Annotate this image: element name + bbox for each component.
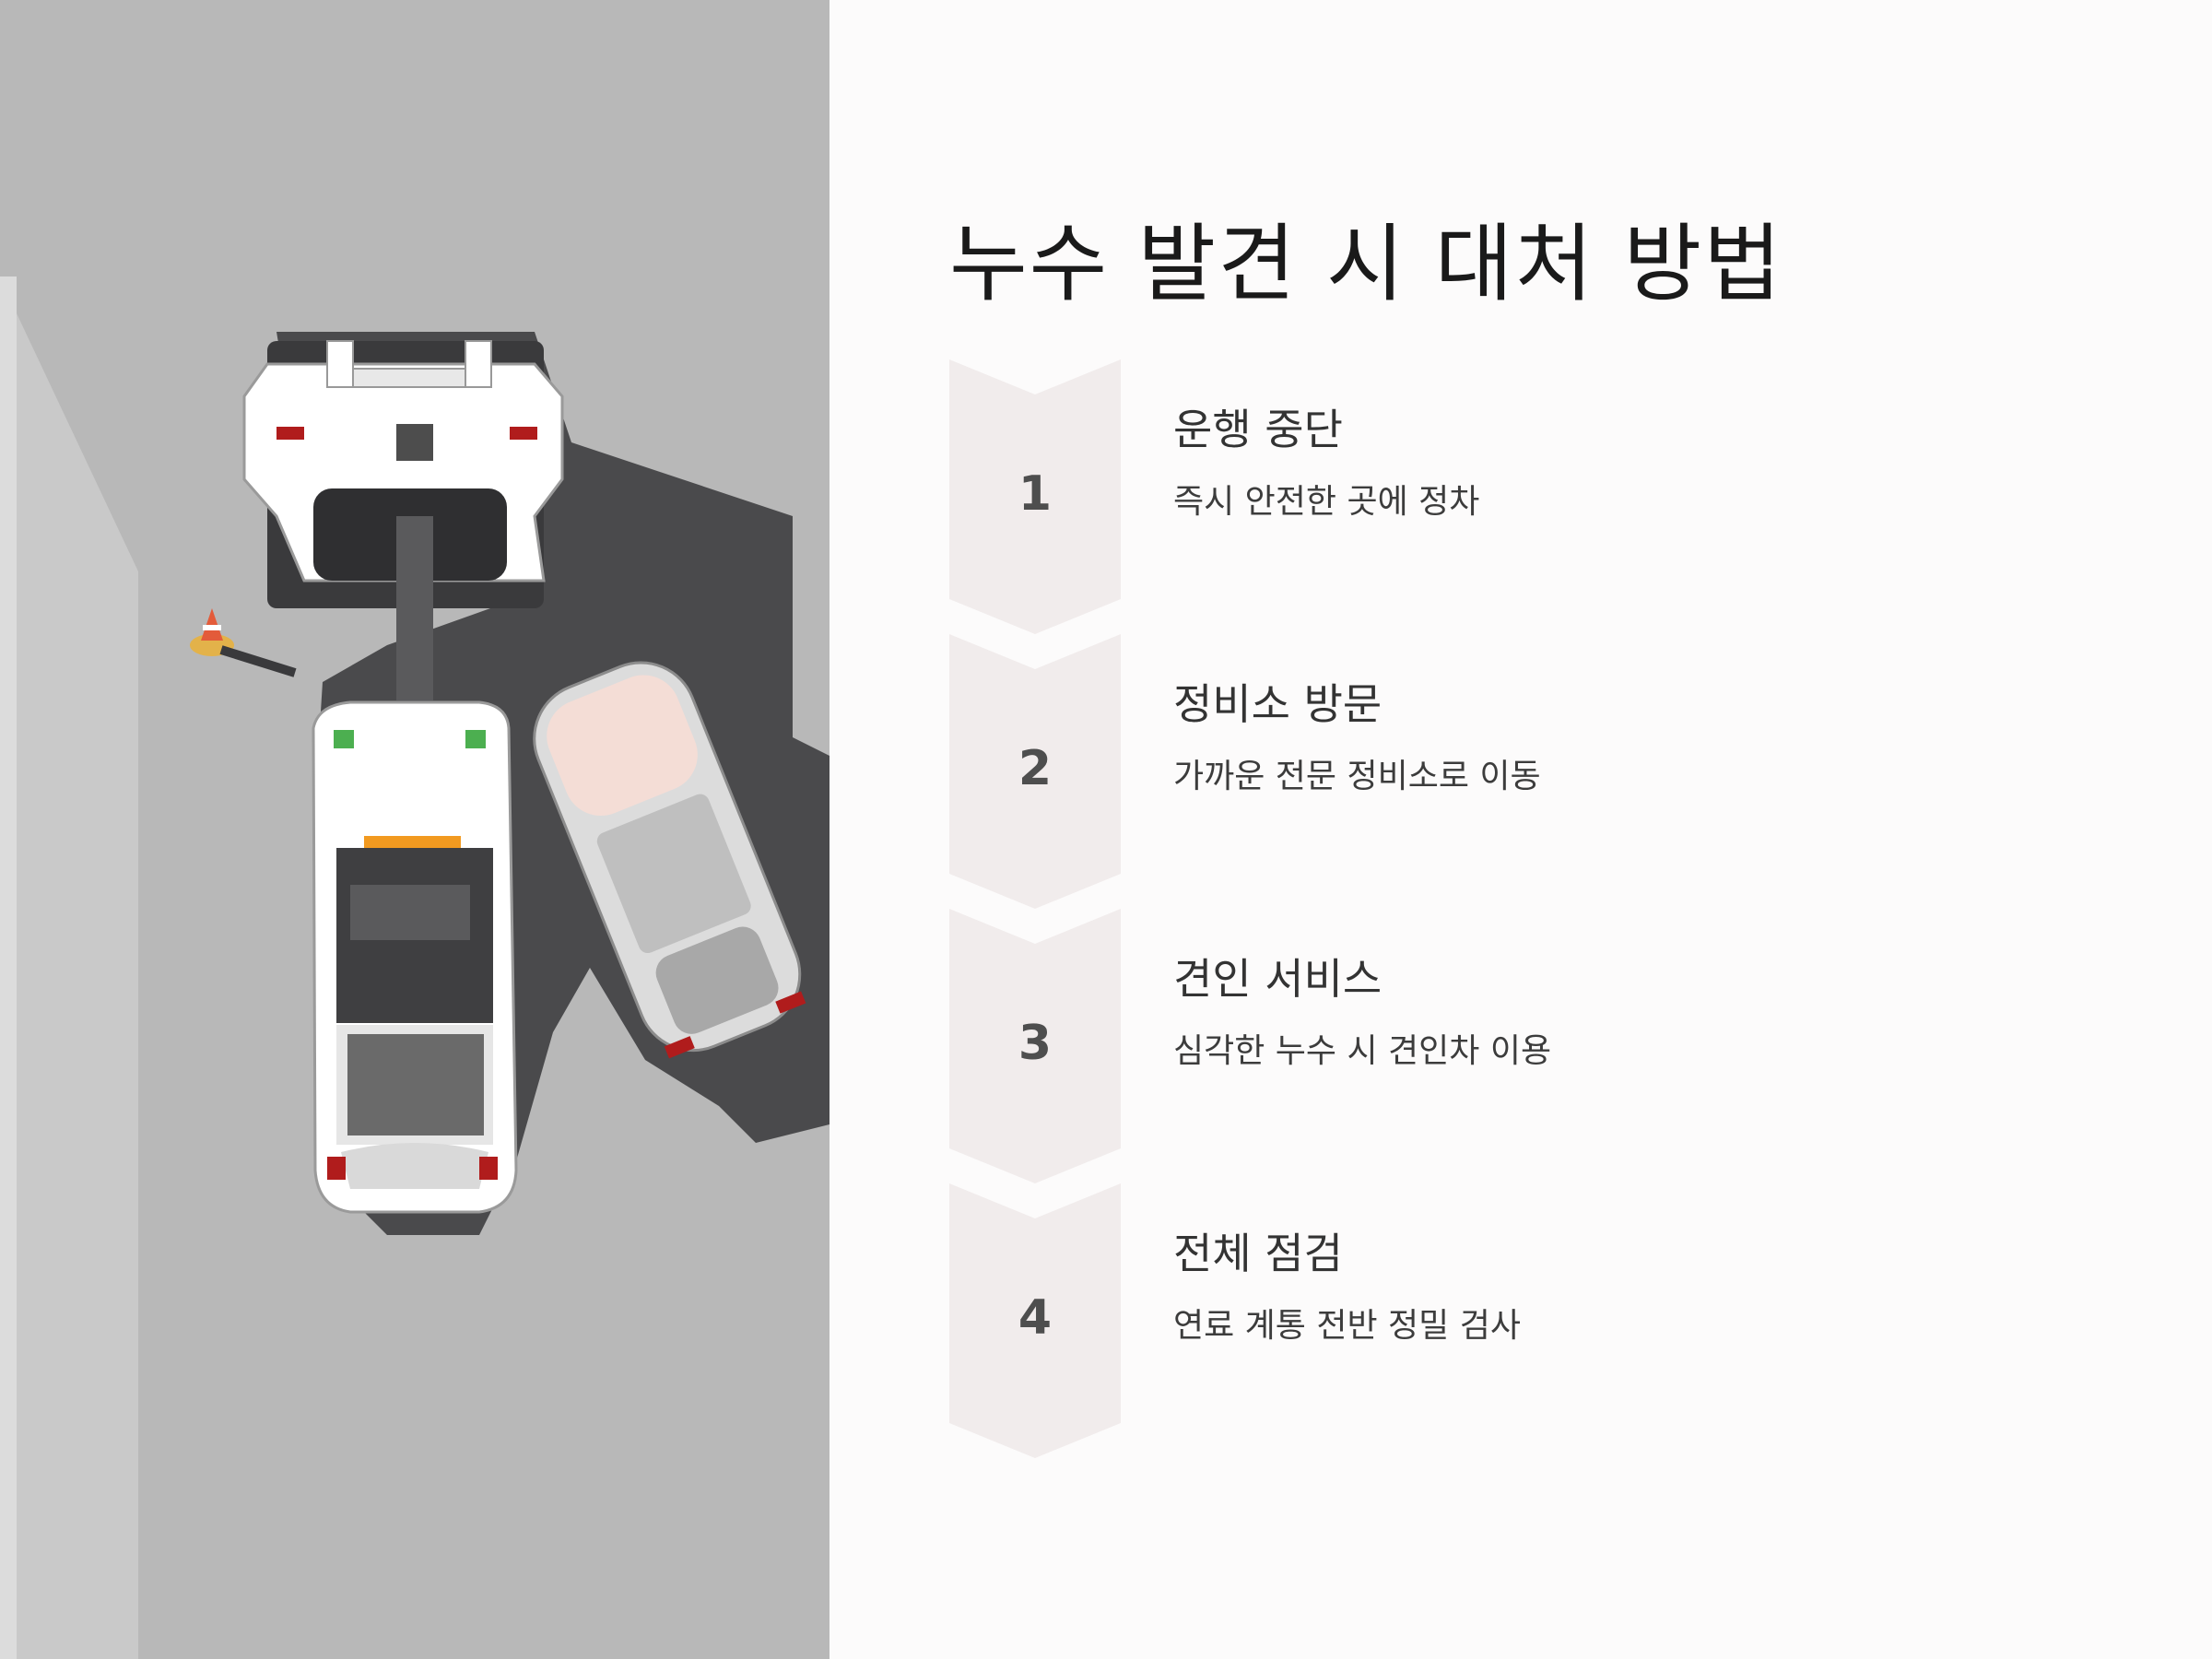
chevron-icon <box>949 634 1121 909</box>
step-description: 연료 계통 전반 정밀 검사 <box>1173 1307 1521 1345</box>
step-number: 2 <box>1018 741 1053 796</box>
chevron-icon <box>949 1183 1121 1458</box>
tow-truck-illustration <box>0 0 830 1659</box>
step-item: 4 전체 점검 연료 계통 전반 정밀 검사 <box>949 1183 2147 1458</box>
step-title: 운행 중단 <box>1173 405 1343 454</box>
step-item: 1 운행 중단 즉시 안전한 곳에 정차 <box>949 359 2147 634</box>
tow-truck-rear <box>312 700 518 1214</box>
chevron-icon <box>949 359 1121 634</box>
step-number: 3 <box>1018 1016 1053 1071</box>
content-panel: 누수 발견 시 대처 방법 1 운행 중단 즉시 안전한 곳에 정차 2 정비소… <box>949 0 2147 1659</box>
step-description: 가까운 전문 정비소로 이동 <box>1173 758 1541 795</box>
step-number: 4 <box>1018 1290 1053 1346</box>
chevron-icon <box>949 909 1121 1183</box>
step-title: 견인 서비스 <box>1173 954 1382 1004</box>
step-description: 즉시 안전한 곳에 정차 <box>1173 483 1480 521</box>
step-title: 정비소 방문 <box>1173 679 1382 729</box>
tow-truck-front <box>242 340 564 700</box>
traffic-cone <box>190 608 297 677</box>
steps-list: 1 운행 중단 즉시 안전한 곳에 정차 2 정비소 방문 가까운 전문 정비소… <box>949 359 2147 1458</box>
step-title: 전체 점검 <box>1173 1229 1343 1278</box>
page-title: 누수 발견 시 대처 방법 <box>949 215 1783 313</box>
step-item: 2 정비소 방문 가까운 전문 정비소로 이동 <box>949 634 2147 909</box>
step-item: 3 견인 서비스 심각한 누수 시 견인차 이용 <box>949 909 2147 1183</box>
step-number: 1 <box>1018 466 1053 522</box>
sedan-car <box>533 661 806 1059</box>
step-description: 심각한 누수 시 견인차 이용 <box>1173 1032 1552 1070</box>
